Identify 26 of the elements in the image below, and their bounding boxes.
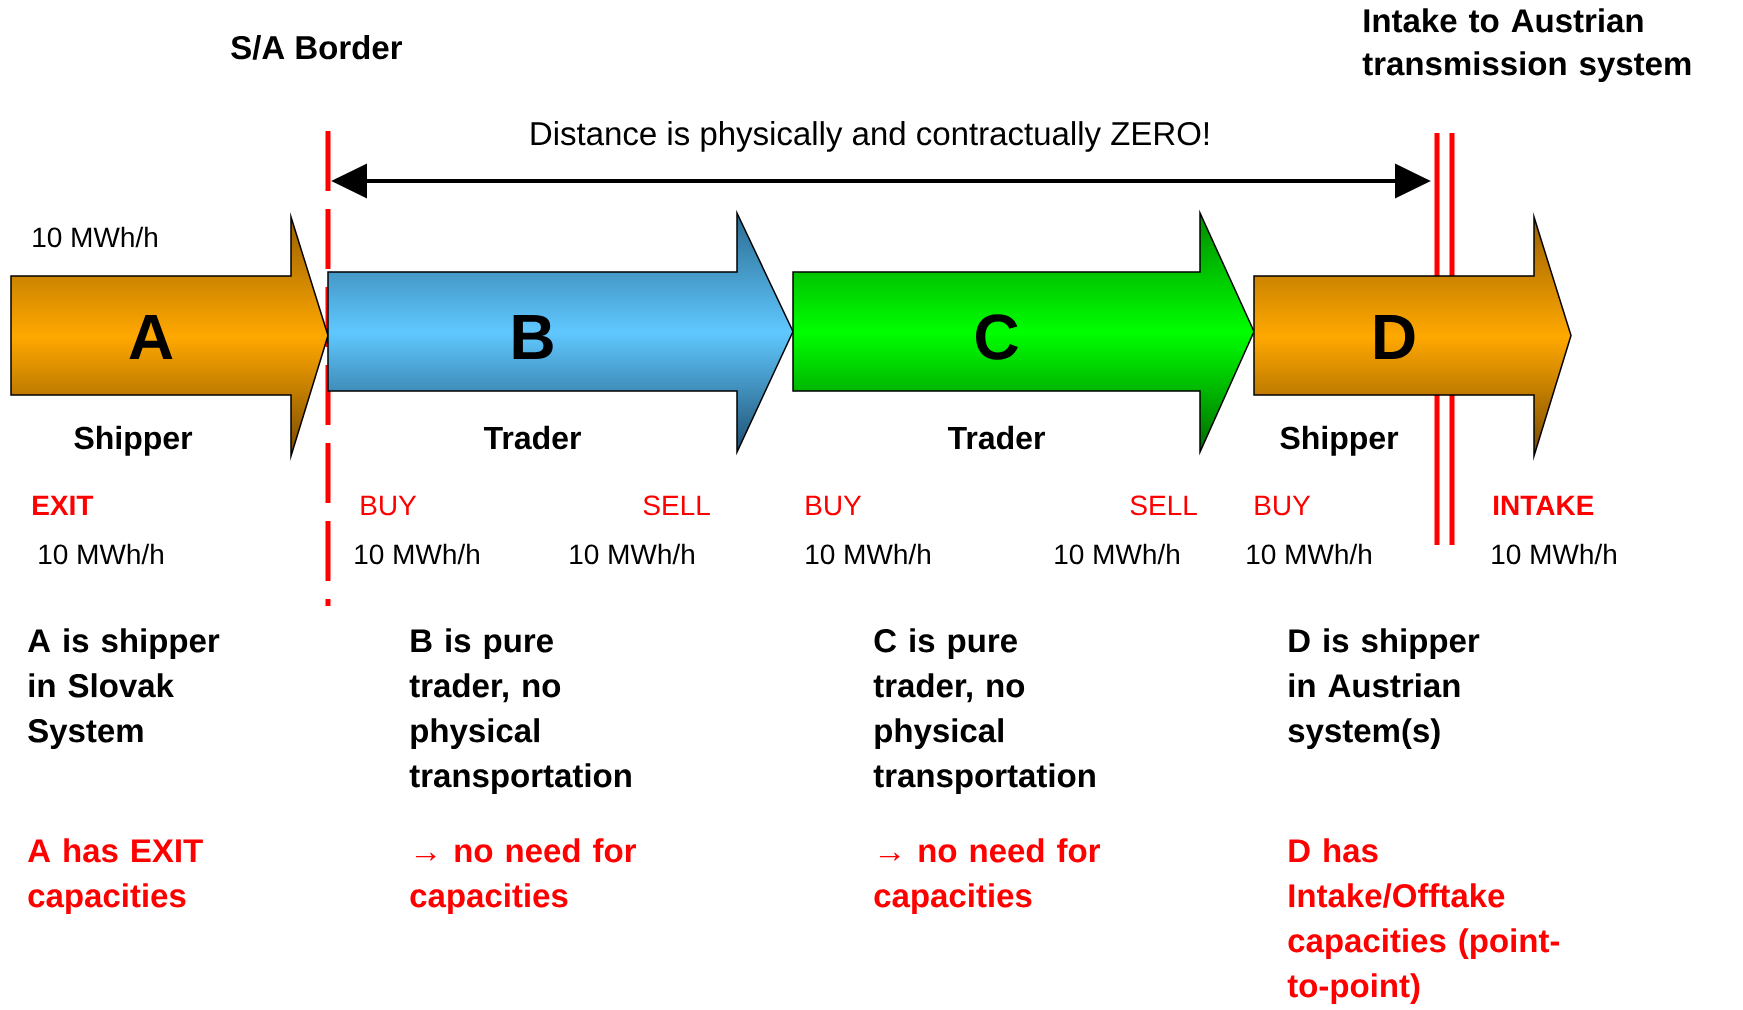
trade-label: SELL	[1130, 495, 1197, 516]
dimension-label: Distance is physically and contractually ZERO!	[531, 121, 1209, 152]
trade-label: BUY	[361, 495, 417, 516]
heading: Intake to Austrian transmission system	[1362, 8, 1691, 82]
description: A is shipper in Slovak System	[28, 628, 220, 749]
heading: S/A Border	[231, 35, 403, 60]
flow-rate: 10 MWh/h	[33, 226, 157, 248]
flow-rate: 10 MWh/h	[355, 543, 479, 565]
trade-label: BUY	[806, 495, 862, 516]
note: D has Intake/Offtake capacities (point-to-point)	[1287, 838, 1560, 1004]
trade-label: SELL	[643, 495, 710, 516]
note: → no need for capacities	[410, 838, 636, 914]
description: B is pure trader, no physical transportation	[409, 628, 631, 794]
flow-rate: 10 MWh/h	[39, 543, 163, 565]
description: C is pure trader, no physical transportation	[873, 628, 1095, 794]
note: A has EXIT capacities	[28, 838, 203, 914]
flow-rate: 10 MWh/h	[570, 543, 694, 565]
flow-rate: 10 MWh/h	[806, 543, 930, 565]
flow-rate: 10 MWh/h	[1055, 543, 1179, 565]
flow-rate: 10 MWh/h	[1492, 543, 1616, 565]
capacity-label: INTAKE	[1494, 495, 1594, 515]
flow-rate: 10 MWh/h	[1247, 543, 1371, 565]
description: D is shipper in Austrian system(s)	[1288, 628, 1480, 749]
note: → no need for capacities	[874, 838, 1100, 914]
trade-label: BUY	[1255, 495, 1311, 516]
capacity-label: EXIT	[33, 495, 94, 515]
